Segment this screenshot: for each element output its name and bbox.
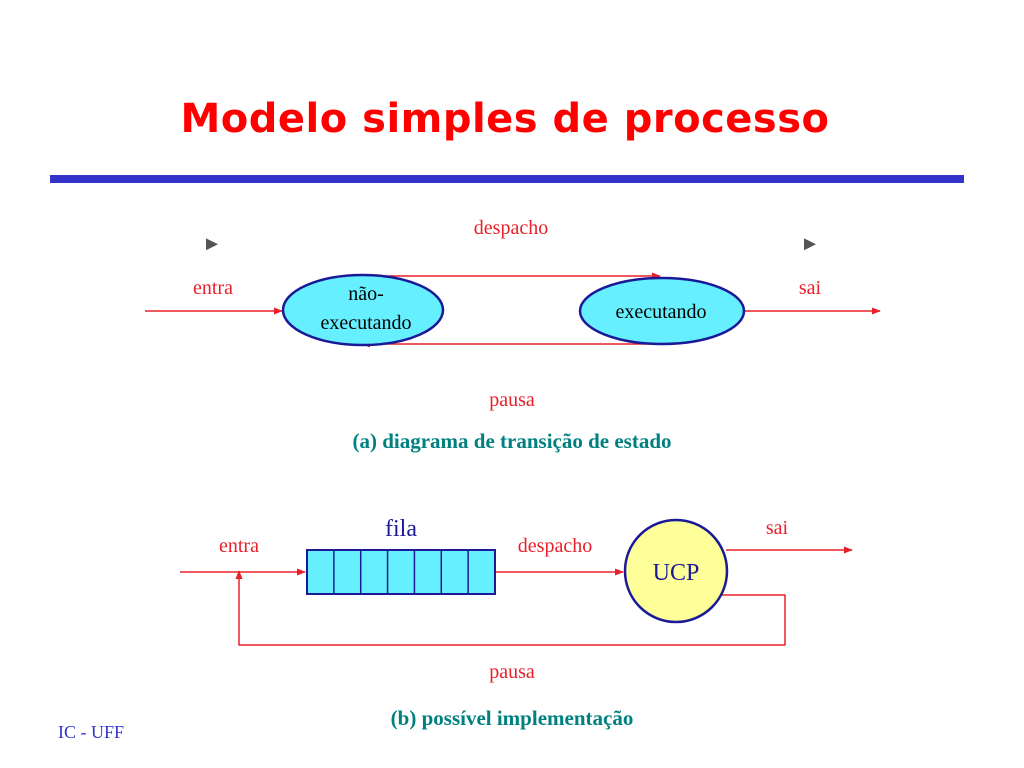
pause-loop-arrow [235, 570, 786, 646]
enter-label-a: entra [193, 277, 233, 299]
queue-label: fila [385, 516, 417, 542]
cpu-node [623, 518, 729, 624]
state-not-running-line2: executando [320, 312, 411, 334]
dispatch-label-b: despacho [518, 535, 592, 557]
caption-a: (a) diagrama de transição de estado [352, 429, 671, 453]
exit-label-b: sai [766, 517, 789, 539]
state-running [578, 276, 746, 346]
state-transition-diagram: despacho ► ► entra sai não- executando e… [145, 217, 881, 453]
pause-label-a: pausa [489, 389, 535, 411]
dispatch-label-a: despacho [474, 217, 548, 239]
footer-label: IC - UFF [58, 722, 125, 742]
queue-box [306, 549, 496, 595]
state-not-running-line1: não- [348, 283, 384, 305]
exit-label-a: sai [799, 277, 822, 299]
right-marker-icon: ► [800, 233, 820, 255]
pause-label-b: pausa [489, 661, 535, 683]
enter-label-b: entra [219, 535, 259, 557]
left-marker-icon: ► [202, 233, 222, 255]
page-title: Modelo simples de processo [180, 96, 830, 142]
state-not-running [281, 273, 445, 347]
title-divider [50, 175, 964, 183]
state-running-label: executando [615, 301, 706, 323]
caption-b: (b) possível implementação [391, 706, 634, 730]
cpu-label: UCP [653, 560, 700, 586]
queue-implementation-diagram: fila entra despacho sai UCP pausa (b) po… [180, 516, 853, 730]
queue-slots [333, 550, 469, 594]
